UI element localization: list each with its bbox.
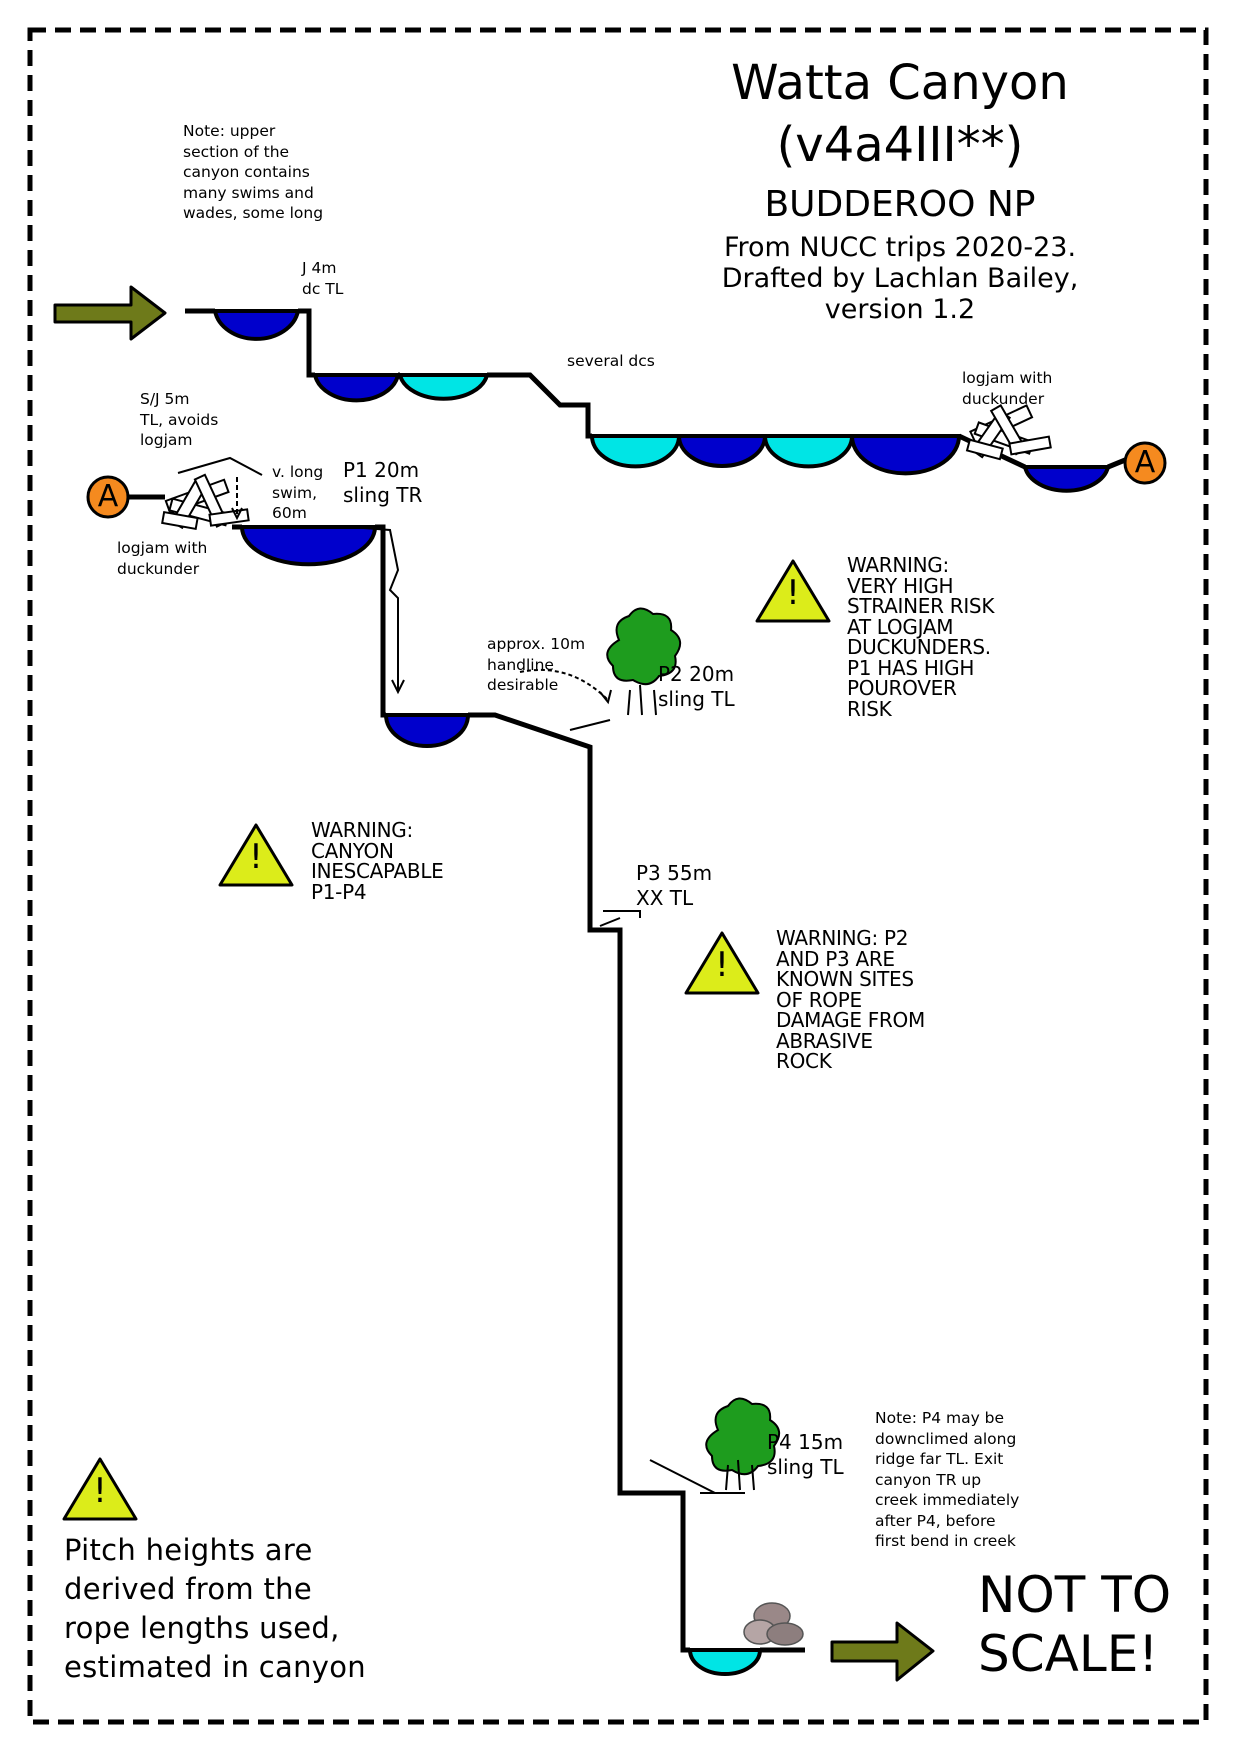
shallow-pool — [397, 373, 490, 401]
note-upper-section: Note: upper section of the canyon contai… — [183, 122, 324, 222]
tree-p2-icon — [606, 607, 682, 716]
canyon-grade: (v4a4III**) — [776, 117, 1024, 173]
warning-rope-damage-icon — [684, 931, 760, 995]
label-p3: P3 55m XX TL — [636, 861, 713, 910]
anchor-start-label: A — [97, 479, 119, 514]
label-p4: P4 15m sling TL — [767, 1430, 844, 1479]
warning-pitch-heights-mark: ! — [93, 1471, 107, 1511]
label-several-dcs: several dcs — [567, 352, 655, 370]
warning-rope-damage-mark: ! — [715, 945, 729, 985]
label-p1: P1 20m sling TR — [343, 458, 423, 507]
page-border — [27, 27, 1209, 1725]
label-j4: J 4m dc TL — [302, 259, 344, 298]
deep-pool — [212, 309, 301, 341]
logjam-lower-icon — [161, 473, 250, 531]
deep-pool-long-swim — [239, 525, 378, 567]
exit-arrow-icon — [830, 1621, 935, 1682]
warning-strainer-text: WARNING: VERY HIGH STRAINER RISK AT LOGJ… — [847, 553, 995, 721]
deep-pool — [383, 713, 471, 748]
shallow-pool — [762, 434, 855, 469]
label-sj5: S/J 5m TL, avoids logjam — [140, 390, 219, 449]
label-p2: P2 20m sling TL — [658, 662, 735, 711]
anchor-end-label: A — [1134, 445, 1156, 480]
label-long-swim: v. long swim, 60m — [272, 463, 324, 522]
deep-pool — [849, 434, 962, 476]
note-pitch-heights: Pitch heights are derived from the rope … — [64, 1533, 366, 1684]
warning-triangles — [62, 559, 831, 1521]
warning-inescapable-text: WARNING: CANYON INESCAPABLE P1-P4 — [311, 818, 444, 904]
warning-strainer-mark: ! — [786, 573, 800, 613]
anchor-end-icon — [1123, 441, 1167, 485]
national-park: BUDDEROO NP — [764, 184, 1036, 225]
label-logjam-upper: logjam with duckunder — [962, 369, 1053, 408]
note-not-to-scale: NOT TO SCALE! — [978, 1566, 1172, 1683]
jump-markers — [177, 456, 745, 1494]
deep-pool — [1022, 465, 1111, 493]
upper-pools — [212, 309, 1111, 493]
warning-inescapable-icon — [218, 823, 294, 887]
entry-arrow-icon — [53, 285, 167, 341]
warning-strainer-icon — [755, 559, 831, 623]
warning-pitch-heights-icon — [62, 1457, 138, 1521]
warning-rope-damage-text: WARNING: P2 AND P3 ARE KNOWN SITES OF RO… — [776, 926, 925, 1073]
lower-pools — [239, 525, 763, 1676]
rocks-icon — [743, 1602, 804, 1646]
warning-inescapable-mark: ! — [249, 837, 263, 877]
note-p4-exit: Note: P4 may be downclimed along ridge f… — [875, 1409, 1020, 1550]
label-handline: approx. 10m handline desirable — [487, 635, 586, 694]
deep-pool — [312, 373, 401, 403]
shallow-pool — [687, 1648, 763, 1676]
credits: From NUCC trips 2020-23. Drafted by Lach… — [721, 232, 1079, 325]
logjam-upper-icon — [965, 403, 1052, 461]
label-logjam-lower: logjam with duckunder — [117, 539, 208, 578]
deep-pool — [676, 434, 768, 468]
tree-p4-icon — [705, 1397, 781, 1491]
shallow-pool — [589, 434, 682, 469]
canyon-title: Watta Canyon — [731, 55, 1069, 111]
